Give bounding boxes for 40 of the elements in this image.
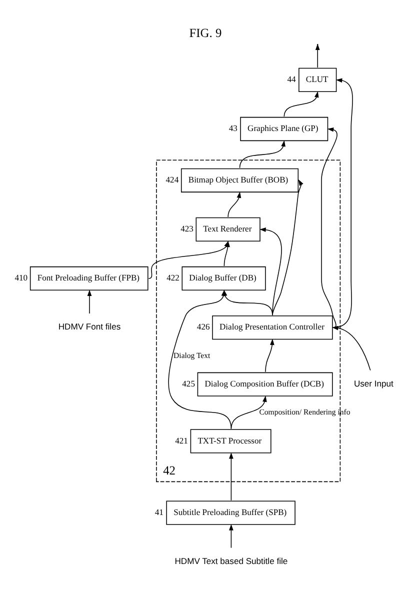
arrow (230, 396, 267, 430)
node-box: Subtitle Preloading Buffer (SPB) (166, 500, 296, 525)
node-box: Font Preloading Buffer (FPB) (30, 266, 148, 291)
arrow (228, 192, 242, 218)
arrow (332, 326, 371, 371)
arrow (229, 524, 234, 548)
arrow (260, 228, 282, 316)
node-text: User Input (354, 378, 394, 389)
node-box: Text Renderer (196, 217, 260, 242)
diagram-title: FIG. 9 (189, 26, 222, 40)
arrow (229, 452, 234, 501)
node-label: 41 (154, 507, 164, 518)
node-box: Graphics Plane (GP) (240, 116, 328, 142)
node-box: Dialog Presentation Controller (212, 315, 333, 340)
arrow (222, 290, 273, 316)
node-label: 424 (166, 174, 179, 185)
arrow (239, 140, 286, 168)
node-box: Dialog Composition Buffer (DCB) (197, 372, 333, 396)
arrow (272, 179, 304, 316)
node-label: 42 (163, 464, 176, 478)
node-label: 421 (175, 435, 188, 446)
node-label: 426 (196, 322, 210, 332)
node-text: HDMV Font files (58, 322, 121, 332)
arrow (265, 338, 274, 372)
arrow (321, 127, 338, 328)
node-label: 44 (287, 74, 296, 84)
node-label: 425 (182, 378, 195, 389)
node-label: 43 (228, 123, 238, 134)
edge-label: Composition/ Rendering info (259, 408, 350, 417)
node-box: CLUT (298, 68, 337, 92)
node-box: Bitmap Object Buffer (BOB) (180, 168, 299, 192)
arrow (87, 290, 92, 314)
node-label: 410 (14, 272, 28, 283)
node-box: TXT-ST Processor (190, 429, 272, 454)
node-label: 423 (180, 224, 194, 234)
node-text: HDMV Text based Subtitle file (174, 556, 288, 566)
arrow (284, 91, 319, 117)
node-box: Dialog Buffer (DB) (182, 266, 266, 291)
edge-label: Dialog Text (174, 350, 210, 360)
node-label: 422 (166, 272, 180, 283)
